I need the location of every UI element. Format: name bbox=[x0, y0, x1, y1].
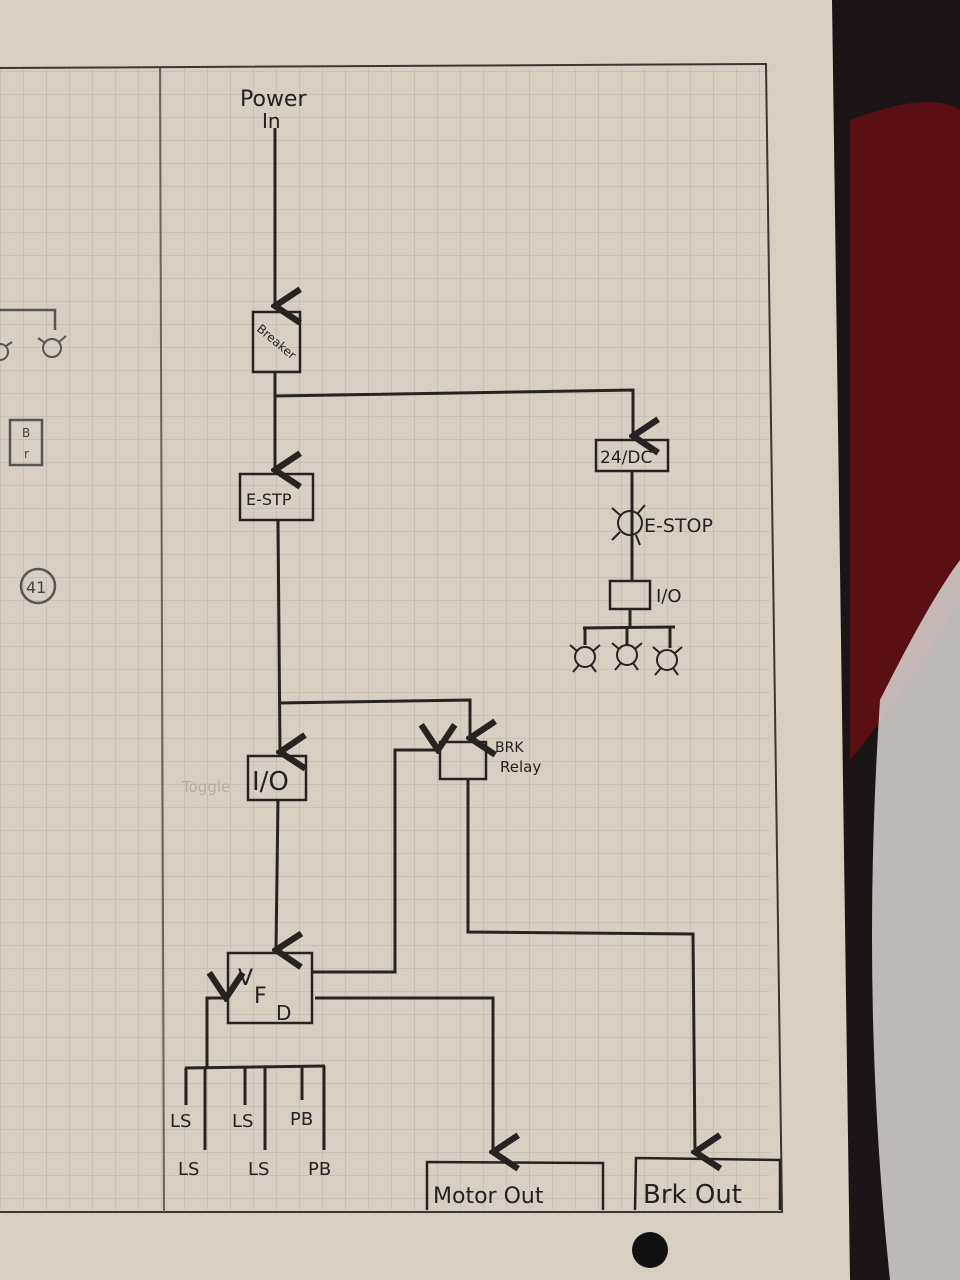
estop-lamp-icon bbox=[611, 504, 646, 546]
left-lamp-icon bbox=[37, 335, 67, 358]
motor-out-label: Motor Out bbox=[433, 1184, 544, 1209]
wire-relay-brkout bbox=[466, 780, 695, 1152]
left-box-r: r bbox=[24, 447, 29, 461]
brk-out-box bbox=[633, 1156, 782, 1211]
wire-estop-io bbox=[278, 519, 280, 752]
io-main-box bbox=[246, 754, 308, 802]
labels: Power In Breaker E-STP 24/DC E-STOP I/O … bbox=[22, 87, 742, 1210]
dc-supply-box bbox=[594, 438, 670, 473]
binder-hole bbox=[632, 1232, 668, 1268]
breaker-box bbox=[251, 310, 302, 374]
vfd-d: D bbox=[276, 1001, 291, 1025]
relay-label: Relay bbox=[500, 758, 541, 776]
brk-label: BRK bbox=[495, 740, 524, 756]
grid-area bbox=[0, 68, 770, 1210]
wires bbox=[184, 128, 695, 1152]
io-right-label: I/O bbox=[656, 586, 682, 607]
input-ls-4: LS bbox=[248, 1159, 269, 1180]
wire-io-vfd bbox=[276, 799, 278, 950]
wire-to-relay bbox=[277, 698, 470, 738]
wire-to-24dc bbox=[274, 388, 633, 436]
lamp-icon bbox=[569, 644, 601, 673]
left-circle bbox=[19, 567, 57, 605]
white-cloth-print bbox=[872, 560, 960, 1280]
wire-lamp-bus bbox=[582, 625, 676, 630]
wire-vfd-motor bbox=[315, 996, 493, 1152]
estop-lamp-label: E-STOP bbox=[644, 515, 713, 537]
left-box bbox=[8, 418, 44, 467]
wire-inputs-vfd bbox=[205, 998, 226, 1068]
wire-vfd-relay bbox=[312, 750, 438, 974]
io-right-box bbox=[608, 579, 652, 611]
red-cloth bbox=[850, 102, 960, 760]
boxes bbox=[0, 308, 782, 1211]
input-ls-3: LS bbox=[178, 1159, 199, 1180]
wire-input-bus bbox=[184, 1064, 326, 1070]
dc-supply-label: 24/DC bbox=[600, 448, 652, 468]
io-main-label: I/O bbox=[252, 767, 289, 797]
vfd-f: F bbox=[254, 984, 267, 1009]
power-label: Power bbox=[240, 87, 307, 112]
estop-box bbox=[238, 472, 315, 522]
lamp-icon bbox=[611, 642, 643, 671]
left-lamp-icon bbox=[0, 341, 13, 361]
page-border bbox=[0, 62, 784, 1213]
input-pb-1: PB bbox=[290, 1109, 313, 1130]
brk-out-label: Brk Out bbox=[643, 1180, 742, 1210]
toggle-faint-label: Toggle bbox=[181, 778, 230, 796]
margin-line bbox=[159, 67, 165, 1213]
lamps bbox=[0, 335, 683, 676]
left-wire bbox=[0, 308, 57, 330]
left-circle-label: 41 bbox=[26, 578, 46, 597]
left-box-b: B bbox=[22, 426, 30, 440]
estop-box-label: E-STP bbox=[246, 490, 292, 509]
motor-out-box bbox=[425, 1160, 605, 1210]
input-pb-2: PB bbox=[308, 1159, 331, 1180]
vfd-v: V bbox=[238, 966, 253, 991]
input-ls-2: LS bbox=[232, 1111, 253, 1132]
lamp-icon bbox=[652, 646, 683, 676]
in-label: In bbox=[262, 109, 281, 133]
vfd-box bbox=[226, 951, 314, 1025]
input-ls-1: LS bbox=[170, 1111, 191, 1132]
brk-relay-box bbox=[438, 740, 488, 781]
